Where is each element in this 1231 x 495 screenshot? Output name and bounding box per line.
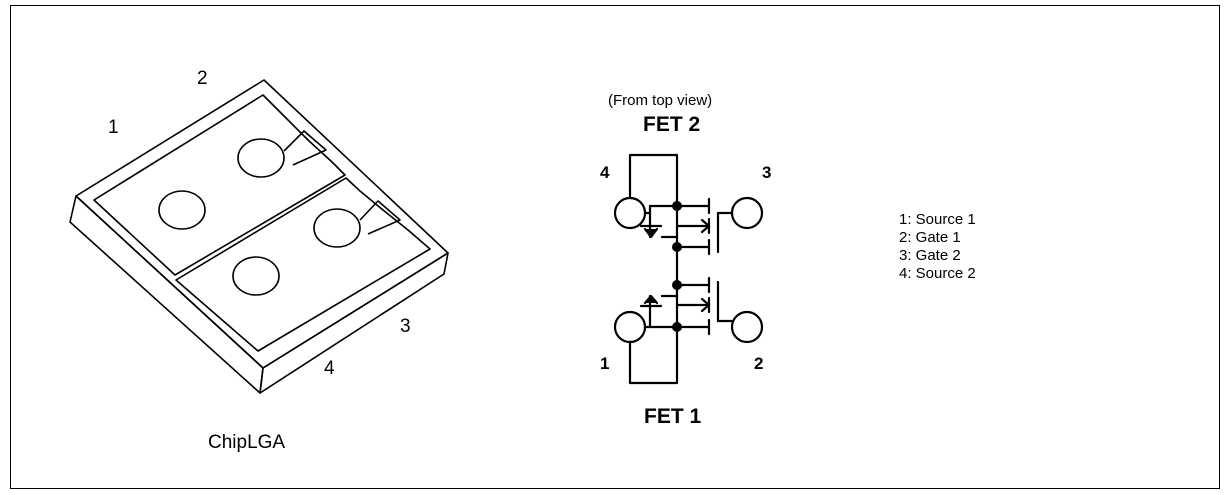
figure-frame bbox=[10, 5, 1220, 489]
schematic-pin-label-4: 4 bbox=[600, 163, 610, 182]
legend-item: 2: Gate 1 bbox=[899, 229, 961, 246]
package-name: ChipLGA bbox=[208, 432, 286, 453]
package-pad-upper bbox=[93, 94, 346, 276]
bump-3 bbox=[313, 208, 361, 248]
fet-top-label: FET 2 bbox=[643, 113, 701, 136]
package-pad-lower bbox=[175, 177, 431, 352]
package-pin-label-3: 3 bbox=[400, 316, 411, 337]
schematic-pin-label-2: 2 bbox=[754, 354, 764, 373]
legend-item: 1: Source 1 bbox=[899, 211, 976, 228]
package-pin-label-4: 4 bbox=[324, 358, 335, 379]
fet-bottom-label: FET 1 bbox=[644, 405, 702, 428]
pin-legend: 1: Source 1 2: Gate 1 3: Gate 2 4: Sourc… bbox=[899, 211, 976, 283]
schematic-pin-label-1: 1 bbox=[600, 354, 610, 373]
view-note: (From top view) bbox=[608, 92, 713, 109]
legend-item: 3: Gate 2 bbox=[899, 247, 961, 264]
bump-1 bbox=[158, 190, 206, 230]
package-pin-label-2: 2 bbox=[197, 68, 208, 89]
package-pin-label-1: 1 bbox=[108, 117, 119, 138]
bump-4 bbox=[232, 256, 280, 296]
schematic-pin-label-3: 3 bbox=[762, 163, 772, 182]
bump-2 bbox=[237, 138, 285, 178]
package-right-side bbox=[259, 252, 449, 394]
legend-item: 4: Source 2 bbox=[899, 265, 976, 282]
package-left-side bbox=[69, 195, 264, 394]
